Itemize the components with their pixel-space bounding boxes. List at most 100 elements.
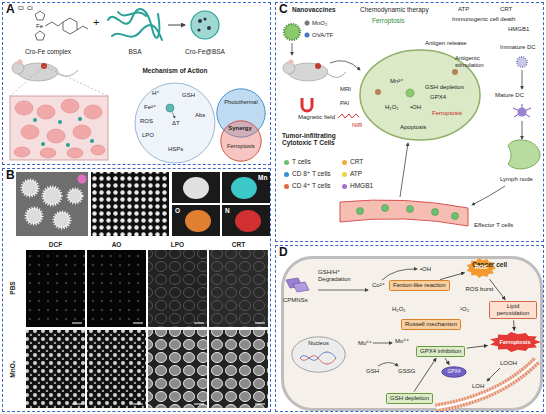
label-anchor: •OH [420, 266, 431, 273]
label-anchor: HSPs [168, 146, 183, 153]
label-anchor: + [93, 16, 99, 29]
annotation-label: ROS [140, 118, 153, 125]
circle-label: Ferroptosis [220, 143, 262, 149]
legend-entry: T cells [292, 158, 311, 165]
annotation-label: LOOH [500, 360, 517, 367]
annotation-label: OVA/TF [312, 32, 333, 39]
outline-cell [283, 258, 542, 410]
label-anchor: Fe [36, 23, 43, 30]
label-anchor: ΔT [172, 120, 180, 127]
annotation-label: ATP [458, 6, 469, 13]
label-anchor: Nanovaccines [292, 6, 336, 13]
nucleus-ellipse: Nucleus [291, 336, 346, 373]
label-anchor: MRI [340, 86, 351, 93]
outline-ellipse [442, 367, 466, 377]
label-anchor: LPO [142, 132, 154, 139]
circle-label: Photothermal [216, 99, 266, 105]
label-anchor: Synergy [228, 125, 252, 132]
annotation-label: NIR [352, 122, 362, 129]
label-anchor: HMGB1 [508, 26, 529, 33]
process-box: GPX4 inhibition [416, 346, 465, 357]
outline-ellipse [221, 121, 261, 161]
panel-letter: B [3, 169, 270, 183]
label-anchor: Antigenic stimulation [455, 55, 495, 69]
annotation-label: MnO₂ [9, 360, 16, 377]
label-anchor: LOH [472, 383, 484, 390]
annotation-label: Antigenic stimulation [455, 55, 495, 69]
annotation-label: Effector T cells [474, 222, 513, 229]
annotation-label: Mo⁶⁺ [358, 340, 372, 347]
panel-letter: D [276, 246, 543, 260]
process-box: Lipid peroxidation [489, 301, 537, 319]
annotation-label: PBS [9, 281, 16, 294]
label-anchor: H₂O₂ [385, 104, 399, 111]
legend-label: HMGB1 [350, 182, 373, 189]
ferroptosis-burst: Ferroptosis [489, 332, 541, 352]
annotation-label: Fe [36, 23, 43, 30]
label-anchor: Mo⁴⁺ [395, 338, 409, 345]
edge-label-anchor: ROS burst [465, 286, 493, 293]
annotation-label: GSH [366, 368, 379, 375]
annotation-label: H₂O₂ [385, 104, 399, 111]
edge-label: ROS burst [465, 286, 493, 293]
annotation-label: BSA [128, 48, 141, 55]
label-anchor: PAI [340, 100, 349, 107]
annotation-label: CRT [500, 6, 512, 13]
label-anchor: Immunogenic cell death [452, 16, 515, 23]
annotation-label: Mn [258, 174, 267, 181]
annotation-label: Mature DC [495, 92, 524, 99]
annotation-label: Co²⁺ [372, 282, 385, 289]
process-box: Russell mechanism [401, 319, 461, 330]
legend-entry: CRT [350, 158, 363, 165]
label-anchor: Co²⁺ [372, 282, 385, 289]
annotation-label: Cro-Fe@BSA [185, 48, 225, 55]
label-anchor: ROS [140, 118, 153, 125]
box-label: GPX4 inhibition [420, 348, 461, 355]
legend-swatch [284, 172, 289, 177]
label-anchor: Ferroptosis [432, 110, 462, 117]
enzyme-label: GPX4 [441, 369, 467, 375]
annotation-label: LOH [472, 383, 484, 390]
label-anchor: ¹O₂ [460, 306, 469, 313]
annotation-label: MnO₂ [312, 20, 327, 27]
label-anchor: CRT [500, 6, 512, 13]
label-anchor: GSH [182, 92, 195, 99]
process-box: Fenton-like reaction [389, 280, 450, 291]
annotation-label: MRI [340, 86, 351, 93]
annotation-label: •OH [420, 266, 431, 273]
annotation-label: Apoptosis [400, 124, 426, 131]
label-anchor: MnO₂ [9, 360, 16, 377]
legend-entry: HMGB1 [350, 182, 373, 189]
annotation-label: CPMNSs [283, 297, 308, 304]
legend-label: CRT [350, 158, 363, 165]
label-anchor: GSH/H⁺ Degradation [318, 269, 364, 283]
legend-label: ATP [350, 170, 362, 177]
label-anchor: CPMNSs [283, 297, 308, 304]
annotation-label: Cro-Fe complex [25, 48, 71, 55]
label-anchor: GPX4 [430, 94, 446, 101]
legend-entry: CD 4⁺ T cells [292, 182, 331, 189]
nucleus-label: Nucleus [291, 340, 346, 347]
label-anchor: GSH [366, 368, 379, 375]
label-anchor: Antigen release [425, 40, 467, 47]
annotation-label: Nanovaccines [292, 6, 336, 13]
legend-swatch [342, 184, 347, 189]
legend-swatch [342, 160, 347, 165]
label-anchor: Immature DC [500, 44, 536, 51]
annotation-label: GSH depletion [425, 84, 464, 91]
annotation-label: Mo⁴⁺ [395, 338, 409, 345]
label-anchor: OVA/TF [312, 32, 333, 39]
legend-label: T cells [292, 158, 311, 165]
annotation-label: Ferroptosis [372, 17, 405, 24]
label-anchor: Apoptosis [400, 124, 426, 131]
label-anchor: LPO [171, 241, 184, 248]
label-anchor: PBS [9, 281, 16, 294]
label-anchor: H₂O₂ [392, 306, 406, 313]
annotation-label: DCF [49, 241, 62, 248]
annotation-label: LPO [142, 132, 154, 139]
label-anchor: Mn [258, 174, 267, 181]
annotation-label: Cl [18, 5, 24, 12]
outline-ellipse [292, 337, 345, 372]
label-anchor: Cro-Fe@BSA [185, 48, 225, 55]
